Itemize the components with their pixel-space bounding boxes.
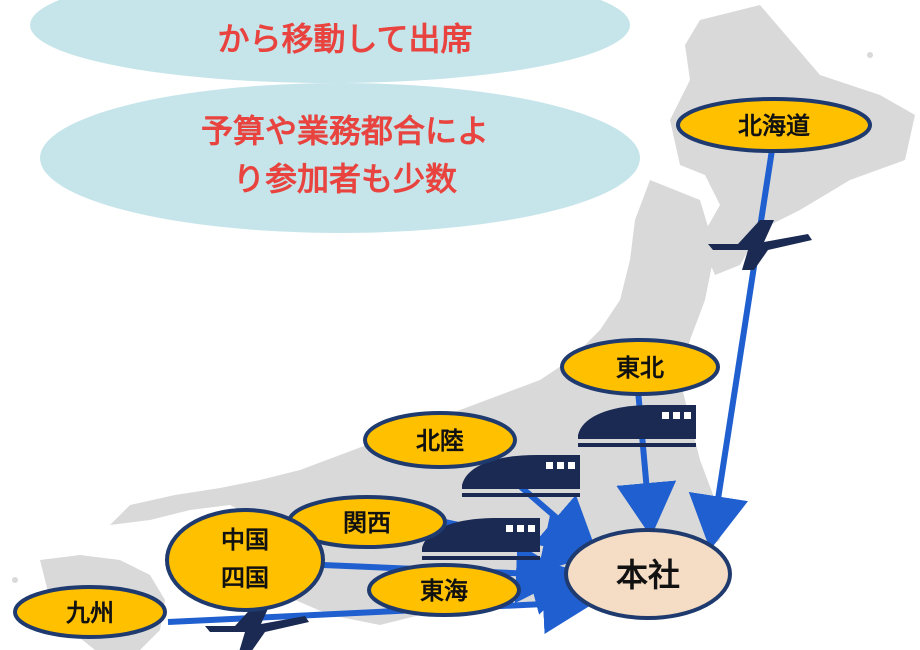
headquarters: 本社 <box>564 528 732 620</box>
region-hokuriku: 北陸 <box>363 411 517 469</box>
region-tohoku: 東北 <box>560 338 720 396</box>
headquarters-label: 本社 <box>616 556 680 594</box>
arrow-kyushu <box>167 574 597 634</box>
bubble-budget-line2: り参加者も少数 <box>233 160 458 198</box>
region-chugoku-line1: 中国 <box>221 526 269 554</box>
bubble-budget-line1: 予算や業務都合によ <box>201 112 489 150</box>
region-chugoku-line2: 四国 <box>221 564 269 592</box>
region-kyushu-label: 九州 <box>65 599 114 627</box>
bubble-travel: から移動して出席 <box>30 0 630 83</box>
region-hokkaido: 北海道 <box>676 97 872 153</box>
region-tokai-label: 東海 <box>420 577 468 605</box>
region-kyushu: 九州 <box>13 585 167 639</box>
bubble-travel-text: から移動して出席 <box>217 20 472 58</box>
region-chugoku: 中国 四国 <box>165 508 325 612</box>
bubble-budget: 予算や業務都合によ り参加者も少数 <box>40 83 640 233</box>
region-tohoku-label: 東北 <box>616 354 664 382</box>
arrow-hokkaido <box>688 149 775 550</box>
region-tokai: 東海 <box>367 563 521 617</box>
region-hokuriku-label: 北陸 <box>416 427 464 455</box>
region-kansai-label: 関西 <box>343 509 391 537</box>
region-hokkaido-label: 北海道 <box>738 112 810 140</box>
